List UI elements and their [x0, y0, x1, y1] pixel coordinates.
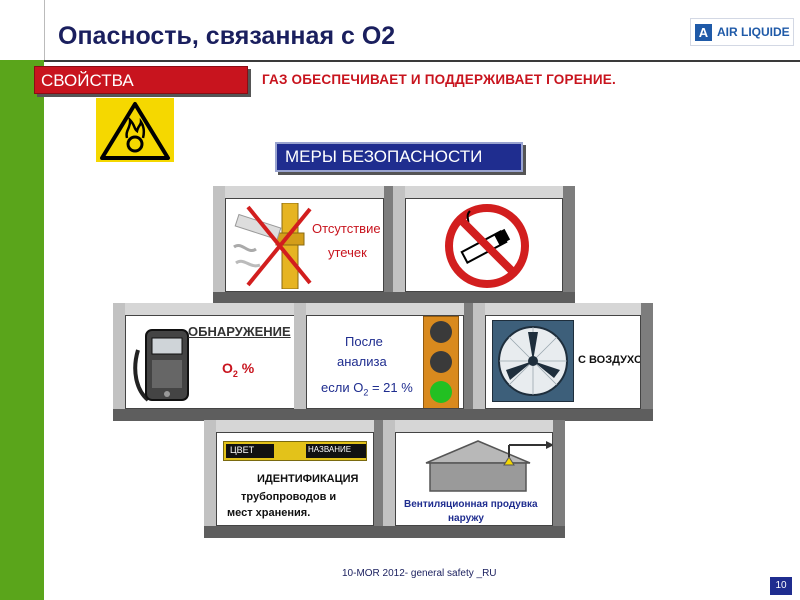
- side-accent-bar: [0, 60, 44, 600]
- slide-footer: 10-MOR 2012- general safety _RU: [342, 568, 497, 579]
- oxidizer-hazard-icon: [96, 98, 174, 162]
- traffic-light-icon: [423, 316, 459, 408]
- exhaust-line1: Вентиляционная продувка: [404, 499, 538, 510]
- leaks-line1: Отсутствие: [312, 221, 381, 236]
- color-band: [226, 444, 274, 458]
- fan-icon: [492, 320, 574, 402]
- crossed-leak-pipe-icon: [233, 203, 312, 289]
- detection-unit: %: [237, 360, 255, 376]
- bar-color-label: ЦВЕТ: [230, 445, 255, 455]
- air-liquide-logo: A AIR LIQUIDE: [690, 18, 794, 46]
- safety-measures-label: МЕРЫ БЕЗОПАСНОСТИ: [275, 142, 523, 172]
- identification-line3: мест хранения.: [227, 507, 311, 519]
- gas-detector-icon: [133, 329, 189, 402]
- slide-title: Опасность, связанная с О2: [58, 22, 396, 50]
- identification-line1: ИДЕНТИФИКАЦИЯ: [257, 473, 359, 485]
- header-rule: [44, 60, 800, 62]
- properties-text: ГАЗ ОБЕСПЕЧИВАЕТ И ПОДДЕРЖИВАЕТ ГОРЕНИЕ.: [262, 72, 616, 87]
- panel-no-leaks: Отсутствие утечек: [213, 186, 396, 304]
- detection-o2: O: [222, 360, 233, 376]
- building-exhaust-icon: [425, 440, 552, 492]
- bar-name-label: НАЗВАНИЕ: [308, 445, 352, 454]
- detection-o2-sub: 2: [232, 368, 238, 379]
- analysis-o2: если O: [321, 380, 364, 395]
- leaks-line2: утечек: [328, 245, 367, 260]
- detection-title: ОБНАРУЖЕНИЕ: [188, 324, 291, 339]
- header-divider: [44, 0, 45, 60]
- analysis-line1: После: [345, 334, 383, 349]
- detection-o2-readout: O2 %: [222, 360, 254, 379]
- panel-detection: ОБНАРУЖЕНИЕ O2 %: [113, 303, 307, 421]
- ventilation-label: С ВОЗДУХОМ: [578, 354, 640, 366]
- panel-analysis: После анализа если O2 = 21 %: [294, 303, 476, 421]
- properties-label: СВОЙСТВА: [34, 66, 248, 94]
- panel-exhaust: Вентиляционная продувка наружу: [383, 420, 565, 538]
- panel-identification: ЦВЕТ НАЗВАНИЕ ИДЕНТИФИКАЦИЯ трубопроводо…: [204, 420, 386, 538]
- logo-text: AIR LIQUIDE: [717, 25, 790, 39]
- logo-mark: A: [695, 24, 712, 41]
- page-number: 10: [770, 577, 792, 595]
- pipe-label-bar: ЦВЕТ НАЗВАНИЕ: [223, 441, 367, 461]
- analysis-value: = 21 %: [368, 380, 413, 395]
- panel-ventilation: С ВОЗДУХОМ: [473, 303, 653, 421]
- exhaust-line2: наружу: [448, 513, 484, 524]
- analysis-condition: если O2 = 21 %: [321, 380, 413, 398]
- name-band: [306, 444, 366, 458]
- panel-no-smoking: [393, 186, 575, 304]
- analysis-o2-sub: 2: [363, 387, 369, 398]
- identification-line2: трубопроводов и: [241, 491, 337, 503]
- no-smoking-icon: [445, 204, 529, 288]
- analysis-line2: анализа: [337, 354, 387, 369]
